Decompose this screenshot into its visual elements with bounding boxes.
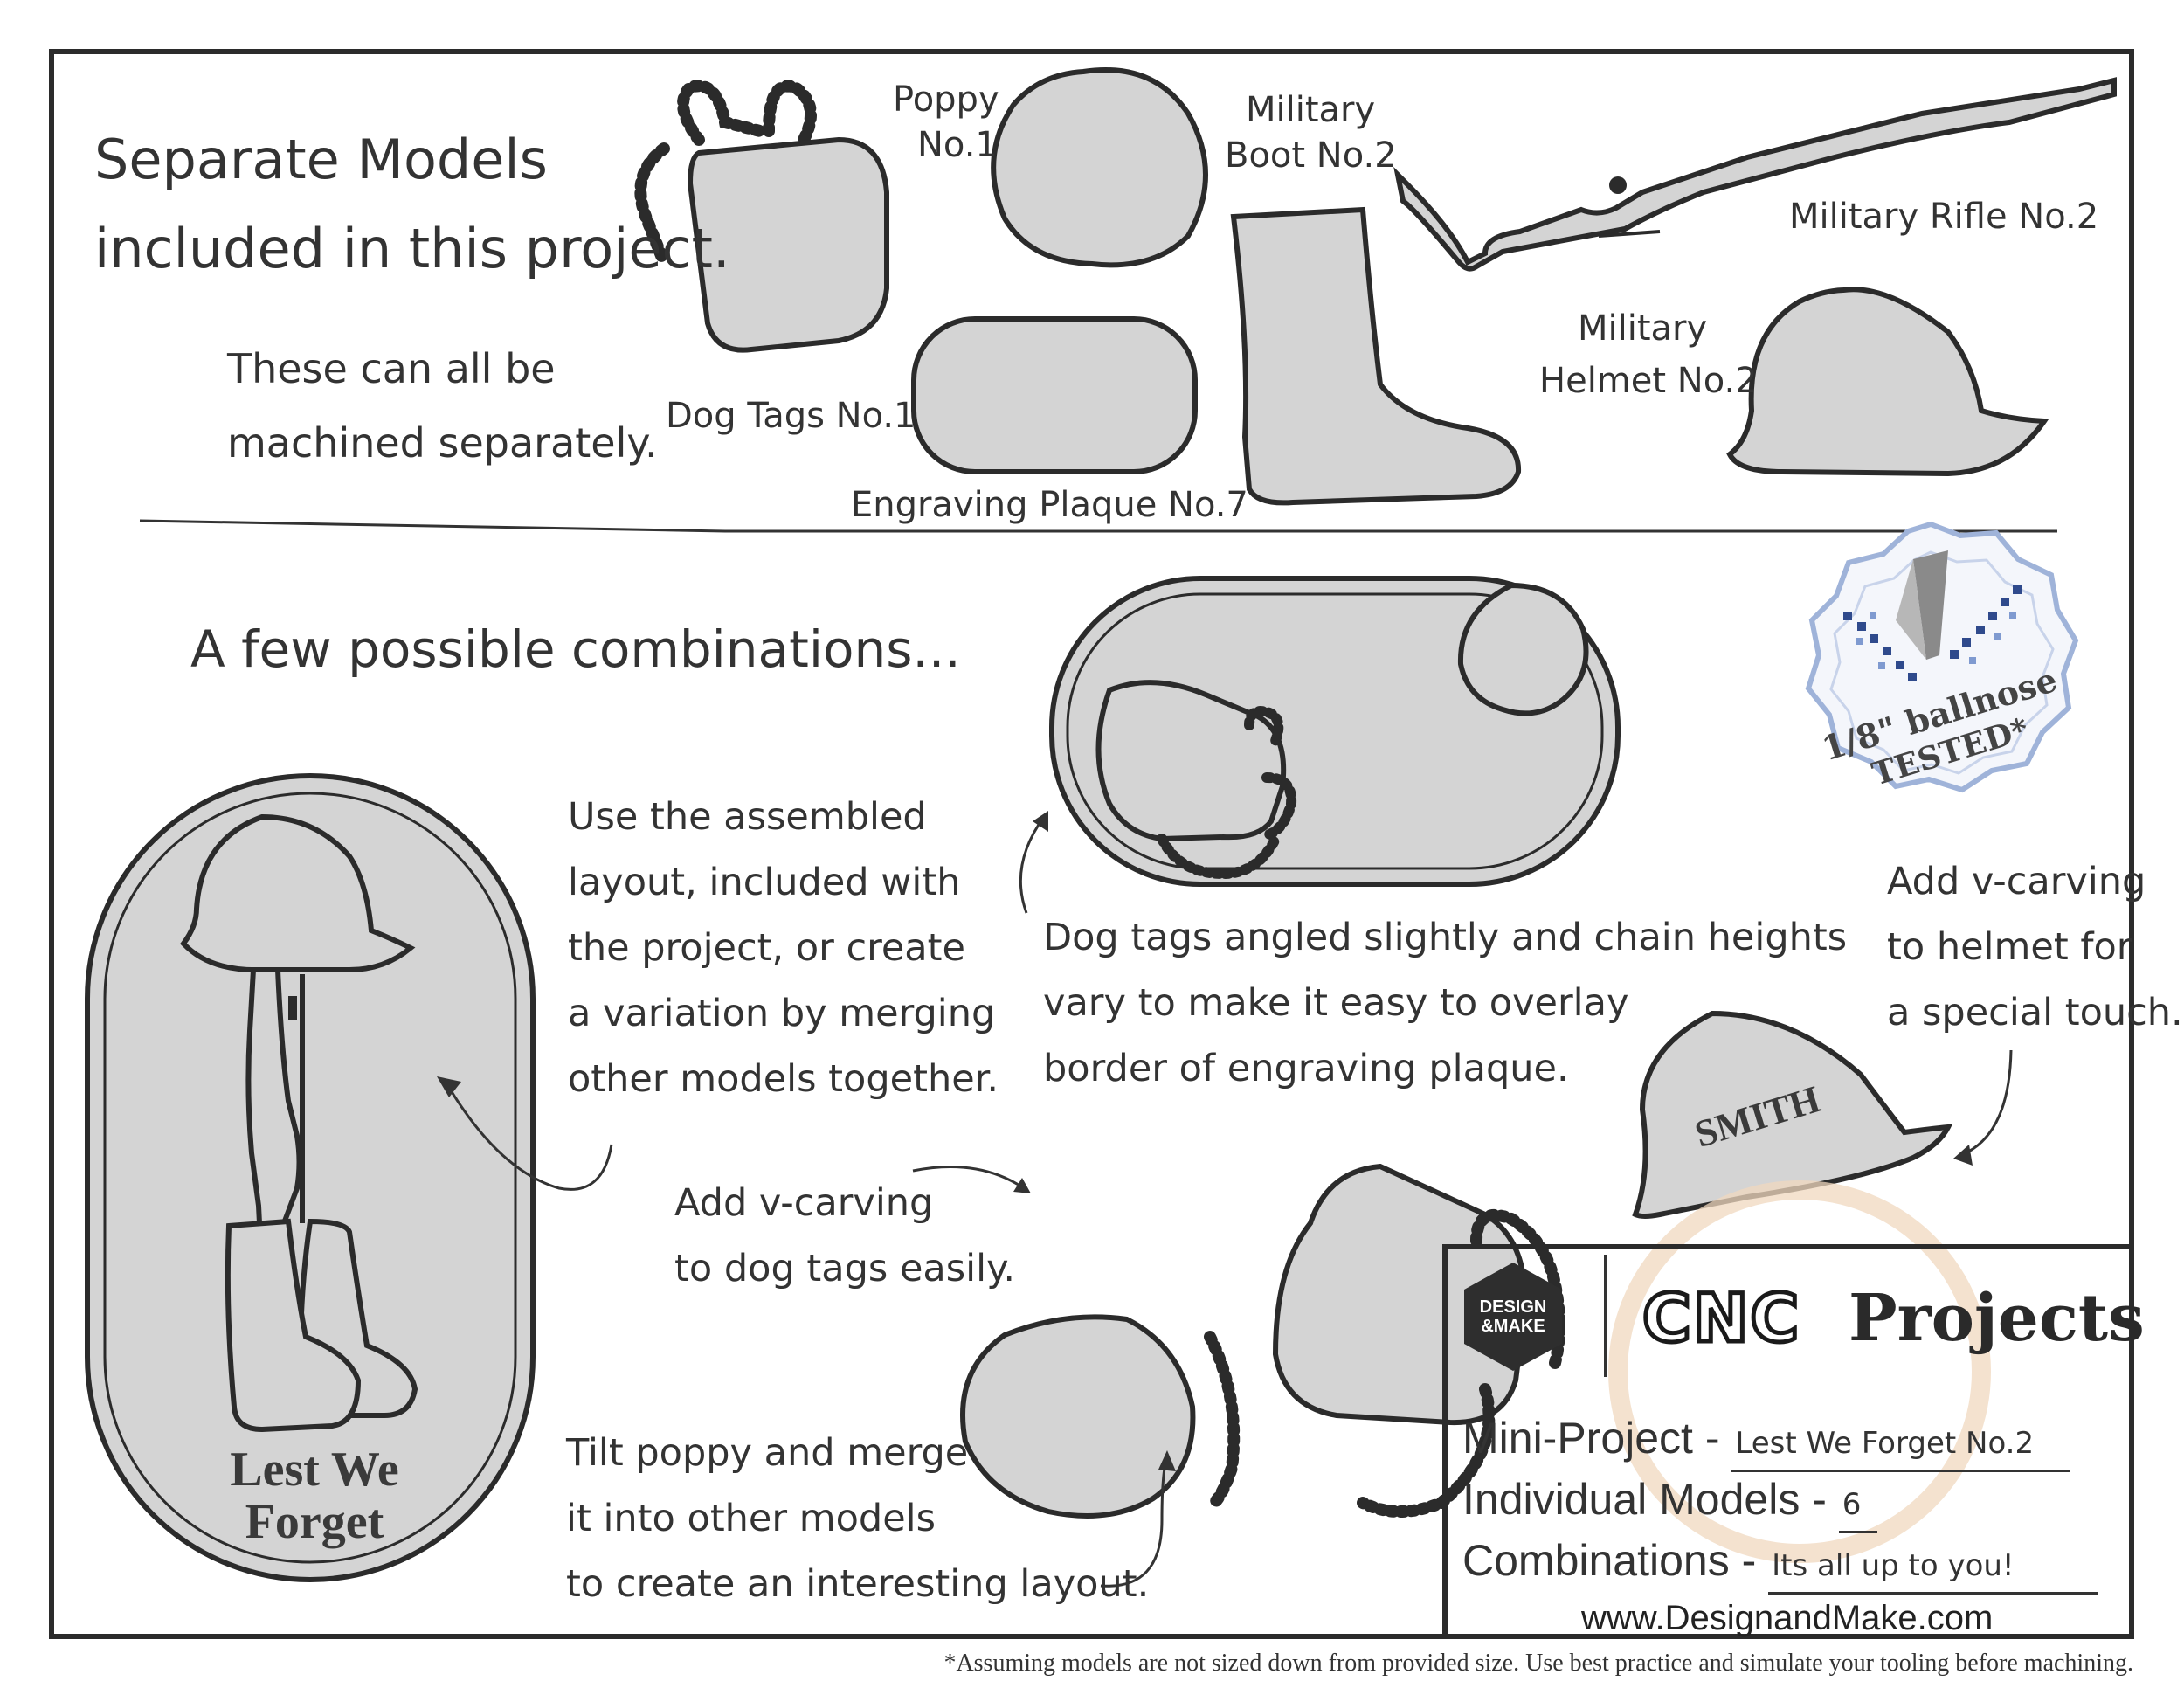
vcarve-tags-note-line: Add v-carving (674, 1181, 934, 1225)
helmet-label-line2: Helmet No.2 (1539, 361, 1758, 401)
arrow-helmet-vcarve (1960, 1049, 2013, 1157)
plaque-text-line2: Forget (245, 1495, 384, 1549)
mini-project-label: Mini-Project - (1462, 1414, 1732, 1463)
military-rifle-model (1393, 77, 2117, 272)
models-label: Individual Models - (1462, 1475, 1839, 1524)
arrow-dogtag-plaque (1019, 816, 1046, 914)
models-row: Individual Models - 6 (1462, 1473, 1877, 1533)
dog-tags-label: Dog Tags No.1 (666, 396, 916, 436)
assembled-note-line: other models together. (568, 1057, 999, 1101)
intro-sub-line2: machined separately. (227, 419, 658, 467)
combinations-row: Combinations - Its all up to you! (1462, 1534, 2099, 1595)
assembled-note-line: the project, or create (568, 926, 965, 970)
military-helmet-model (1726, 287, 2049, 477)
vcarve-helmet-note-line: to helmet for (1887, 925, 2132, 969)
engraving-plaque-model (911, 316, 1198, 474)
poppy-note-line: it into other models (566, 1497, 936, 1540)
vcarve-helmet-note-line: a special touch. (1887, 991, 2183, 1034)
dogtag-note-line: vary to make it easy to overlay (1043, 981, 1629, 1025)
models-value: 6 (1838, 1478, 1877, 1533)
footnote: *Assuming models are not sized down from… (943, 1650, 2133, 1677)
project-info-box (1442, 1244, 2134, 1639)
poppy-note-line: Tilt poppy and merge (566, 1431, 969, 1475)
logo-separator (1604, 1255, 1607, 1377)
page-frame (49, 49, 2134, 1639)
assembled-note-line: a variation by merging (568, 992, 996, 1035)
helmet-with-vcarving: SMITH (1632, 1010, 1953, 1219)
assembled-note: Use the assembled layout, included with … (568, 785, 999, 1112)
helmet-label-line1: Military (1578, 308, 1708, 349)
combinations-label: Combinations - (1462, 1536, 1769, 1585)
brand-cnc: CNC (1640, 1277, 1801, 1359)
intro-heading-line1: Separate Models (94, 128, 548, 191)
dogtag-note-line: Dog tags angled slightly and chain heigh… (1043, 916, 1848, 959)
plaque-dogtag-poppy-combo (1049, 576, 1621, 887)
combinations-value: Its all up to you! (1768, 1539, 2099, 1595)
boot-label-line2: Boot No.2 (1225, 135, 1397, 176)
dog-tags-model (634, 80, 889, 353)
poppy-note: Tilt poppy and merge it into other model… (566, 1421, 1149, 1617)
poppy-label-line1: Poppy (893, 80, 999, 120)
section-divider (139, 519, 2057, 533)
boot-label-line1: Military (1246, 90, 1376, 130)
vcarve-helmet-note-line: Add v-carving (1887, 860, 2146, 903)
logo-line2: &MAKE (1481, 1317, 1545, 1336)
plaque-label: Engraving Plaque No.7 (851, 485, 1248, 525)
brand-projects: Projects (1849, 1281, 2145, 1356)
stamp-ring (1608, 1180, 1991, 1563)
dogtag-note-line: border of engraving plaque. (1043, 1047, 1569, 1090)
mini-project-row: Mini-Project - Lest We Forget No.2 (1462, 1412, 2071, 1472)
arrow-assembled (444, 1081, 613, 1191)
logo-line1: DESIGN (1479, 1297, 1547, 1317)
assembled-note-line: Use the assembled (568, 795, 927, 839)
assembled-note-line: layout, included with (568, 861, 961, 904)
arrow-dogtag-vcarve (912, 1166, 1025, 1190)
vcarve-tags-note: Add v-carving to dog tags easily. (674, 1171, 1015, 1302)
assembled-memorial-plaque: Lest We Forget (85, 773, 536, 1582)
plaque-text-line1: Lest We (230, 1442, 398, 1497)
rifle-label: Military Rifle No.2 (1789, 197, 2099, 237)
intro-heading-line2: included in this project. (94, 217, 730, 280)
dogtag-note: Dog tags angled slightly and chain heigh… (1043, 905, 1847, 1102)
ballnose-tested-badge: 1/8" ballnose TESTED* (1805, 521, 2079, 793)
military-boot-model (1230, 206, 1522, 506)
arrow-poppy (1100, 1458, 1168, 1588)
website-url[interactable]: www.DesignandMake.com (1581, 1599, 1994, 1637)
vcarve-helmet-note: Add v-carving to helmet for a special to… (1887, 849, 2183, 1046)
intro-sub-line1: These can all be (227, 345, 556, 392)
poppy-note-line: to create an interesting layout. (566, 1562, 1150, 1606)
mini-project-value: Lest We Forget No.2 (1731, 1417, 2071, 1472)
combinations-heading: A few possible combinations... (190, 619, 961, 679)
poppy-model (991, 67, 1208, 268)
vcarve-tags-note-line: to dog tags easily. (674, 1247, 1016, 1290)
poppy-label-line2: No.1 (917, 125, 998, 165)
